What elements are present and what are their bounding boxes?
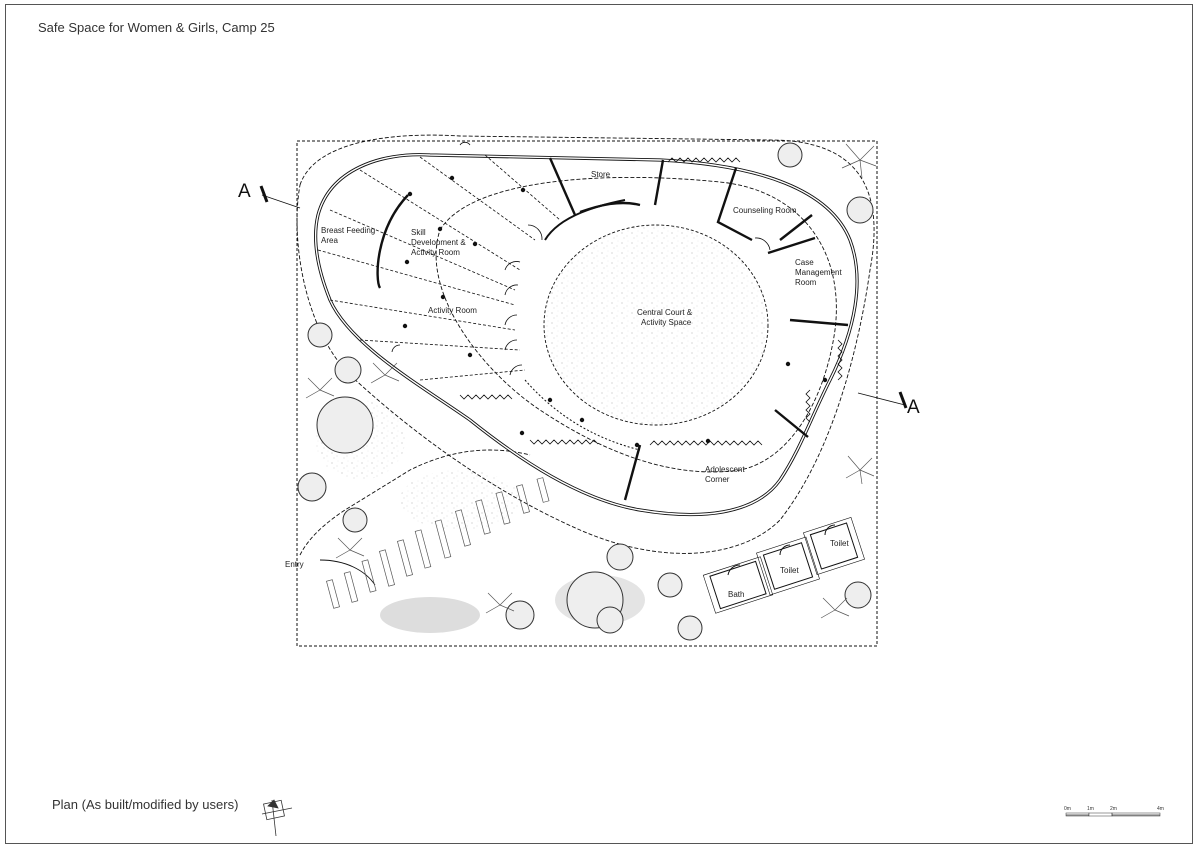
svg-text:0m: 0m: [1064, 806, 1071, 812]
toilet-block: [702, 516, 865, 614]
section-mark-right: A: [857, 391, 920, 418]
room-label-store: Store: [591, 170, 611, 179]
room-label-activity: Activity Room: [428, 306, 477, 315]
tree-icon: [334, 356, 362, 384]
svg-text:4m: 4m: [1157, 806, 1164, 812]
tree-icon: [342, 507, 368, 533]
trees: [297, 142, 874, 641]
shrubs: [305, 143, 877, 619]
site-boundary: [296, 140, 878, 647]
partition-walls: [376, 157, 849, 501]
tree-icon: [316, 396, 374, 454]
svg-text:A: A: [238, 181, 251, 202]
room-label-counseling: Counseling Room: [733, 206, 797, 215]
room-label-toilet2: Toilet: [780, 566, 799, 575]
drawing-sheet-frame: [5, 4, 1193, 844]
entry-pathway-curve: [319, 559, 376, 586]
room-label-central: Central Court &Activity Space: [637, 308, 693, 327]
tree-icon: [657, 572, 683, 598]
tree-icon: [777, 142, 803, 168]
plan-caption: Plan (As built/modified by users): [52, 797, 239, 812]
room-label-bath: Bath: [728, 590, 744, 599]
room-label-toilet1: Toilet: [830, 539, 849, 548]
tree-icon: [844, 581, 872, 609]
railings: [459, 157, 843, 446]
north-arrow-icon: [261, 799, 293, 837]
tree-icon: [677, 615, 703, 641]
section-mark-left: A: [238, 181, 301, 209]
tree-icon: [307, 322, 333, 348]
tree-icon: [505, 600, 535, 630]
svg-text:A: A: [907, 397, 920, 418]
svg-text:1m: 1m: [1087, 806, 1094, 812]
entry-pathway: [299, 449, 531, 556]
structural-radials: [317, 154, 561, 381]
drawing-title: Safe Space for Women & Girls, Camp 25: [38, 20, 275, 35]
tree-icon: [297, 472, 327, 502]
central-court: [543, 224, 769, 426]
entry-label: Entry: [285, 560, 304, 569]
tree-icon: [596, 606, 624, 634]
door-swings: [391, 141, 771, 376]
scale-bar: 0m 1m 2m 4m: [1064, 806, 1164, 817]
roof-edge-dashed: [435, 177, 837, 473]
tree-icon: [606, 543, 634, 571]
tree-icon: [846, 196, 874, 224]
svg-text:2m: 2m: [1110, 806, 1117, 812]
